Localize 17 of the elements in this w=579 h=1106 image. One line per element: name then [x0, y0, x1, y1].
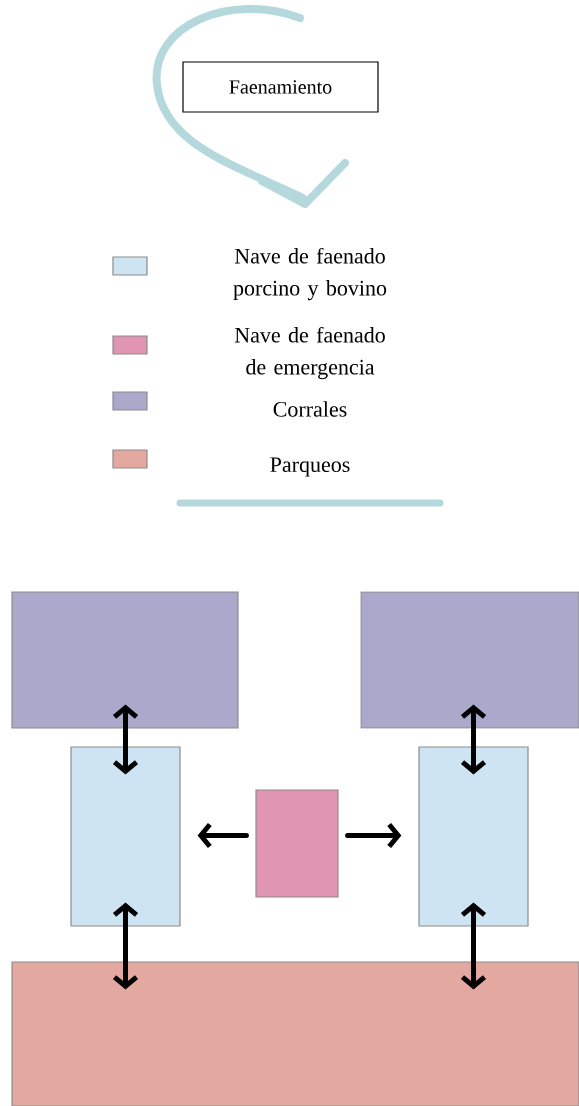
double-arrow: [460, 902, 487, 990]
double-arrow: [112, 704, 139, 775]
double-arrow: [112, 902, 139, 990]
double-arrow: [460, 704, 487, 775]
area-block: [11, 961, 579, 1106]
area-block: [11, 591, 239, 729]
area-block: [418, 746, 529, 927]
legend-text: Parqueos: [270, 457, 350, 477]
double-arrow: [345, 822, 402, 849]
legend-text: Nave de faenado de emergencia: [234, 326, 385, 380]
area-block: [360, 591, 579, 729]
area-block: [70, 746, 181, 927]
legend-text: Corrales: [273, 401, 347, 417]
area-block: [255, 789, 339, 898]
title-box: Faenamiento: [182, 61, 379, 113]
legend-text: Nave de faenado porcino y bovino: [233, 247, 387, 301]
double-arrow: [197, 822, 249, 849]
